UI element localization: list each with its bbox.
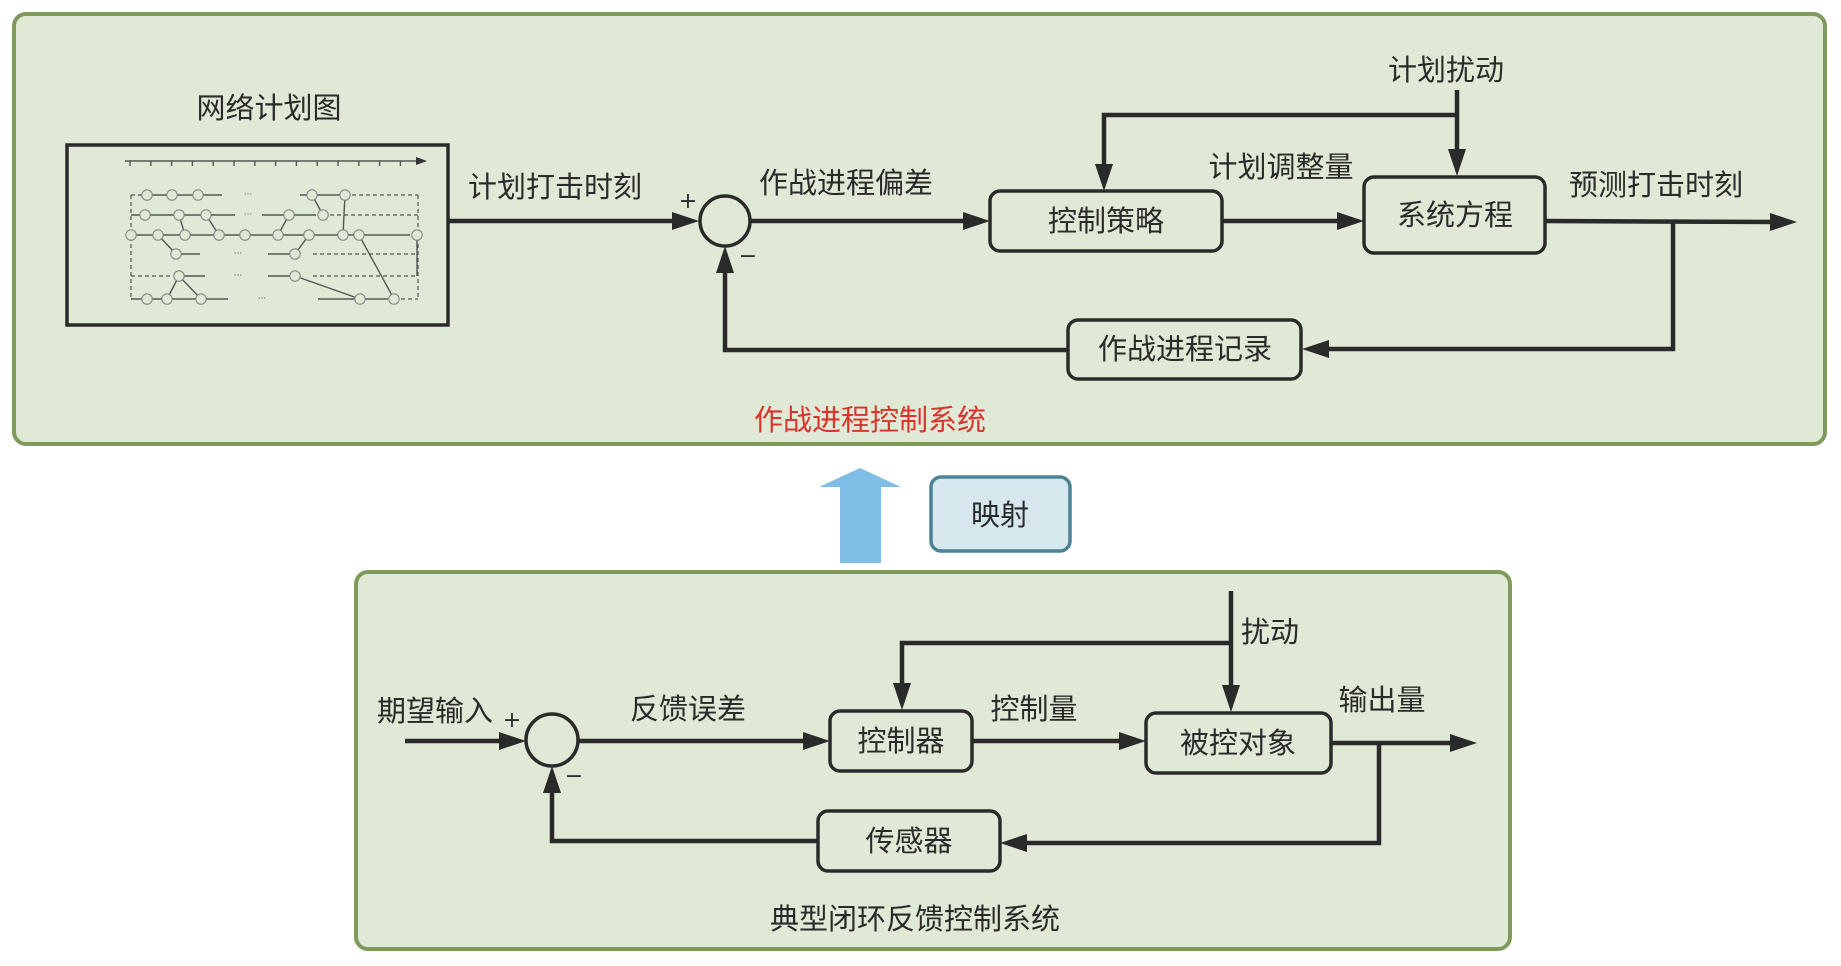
top-feedback-line-right	[1315, 221, 1676, 352]
net-link-line	[342, 194, 346, 236]
mapping-up-arrow-icon	[819, 468, 901, 563]
net-ellipsis: ···	[244, 190, 253, 200]
label-disturbance: 扰动	[1241, 615, 1299, 649]
net-node	[411, 229, 423, 241]
net-node	[166, 189, 178, 201]
block-process-record-label: 作战进程记录	[1098, 332, 1272, 366]
network-plan-title: 网络计划图	[196, 91, 341, 125]
arrowhead-icon	[803, 732, 830, 750]
arrowhead-icon	[893, 683, 911, 710]
top-sum-minus: −	[739, 244, 757, 269]
net-node	[306, 189, 318, 201]
net-node	[179, 229, 191, 241]
label-output: 输出量	[1338, 683, 1425, 717]
net-node	[239, 229, 251, 241]
net-node	[354, 293, 366, 305]
bottom-feedback-line-right	[1013, 743, 1382, 846]
arrowhead-icon	[1337, 212, 1364, 230]
net-node	[272, 229, 284, 241]
predicted-strike-time-line	[1544, 218, 1783, 225]
time-axis-arrowhead-icon	[416, 157, 427, 165]
arrowhead-icon	[1448, 149, 1466, 176]
arrowhead-icon	[1222, 685, 1240, 712]
net-ellipsis: ···	[258, 294, 267, 304]
label-predicted-strike-time: 预测打击时刻	[1569, 168, 1743, 202]
top-sum-junction	[698, 194, 752, 248]
network-plan-diagram: ··· ··· ··· ··· ···	[65, 143, 450, 327]
label-planned-strike-time: 计划打击时刻	[468, 170, 642, 204]
net-node	[141, 293, 153, 305]
top-panel	[12, 12, 1827, 446]
arrowhead-icon	[716, 246, 734, 273]
block-system-equation-label: 系统方程	[1397, 198, 1513, 232]
bottom-panel-caption: 典型闭环反馈控制系统	[770, 902, 1060, 936]
arrowhead-icon	[1302, 340, 1329, 358]
arrowhead-icon	[672, 212, 699, 230]
block-sensor-label: 传感器	[865, 824, 952, 858]
net-link-line	[358, 234, 395, 300]
net-node	[192, 189, 204, 201]
disturbance-branch-line	[899, 640, 1231, 698]
label-process-deviation: 作战进程偏差	[759, 166, 933, 200]
plan-disturbance-branch-line	[1101, 112, 1457, 180]
label-feedback-error: 反馈误差	[630, 692, 746, 726]
net-node	[139, 209, 151, 221]
arrowhead-icon	[1770, 213, 1797, 231]
net-node	[337, 229, 349, 241]
label-desired-input: 期望输入	[377, 694, 493, 728]
net-node	[388, 293, 400, 305]
net-node	[353, 229, 365, 241]
block-control-strategy-label: 控制策略	[1048, 204, 1164, 238]
net-node	[161, 293, 173, 305]
top-panel-caption: 作战进程控制系统	[754, 403, 986, 437]
arrowhead-icon	[543, 766, 561, 793]
net-node	[152, 229, 164, 241]
net-node	[173, 270, 185, 282]
net-node	[141, 189, 153, 201]
net-node	[125, 229, 137, 241]
label-plan-disturbance: 计划扰动	[1388, 53, 1504, 87]
top-sum-plus: +	[679, 189, 697, 214]
net-node	[173, 209, 185, 221]
top-feedback-line-left	[722, 258, 1068, 353]
net-node	[213, 229, 225, 241]
arrowhead-icon	[499, 732, 526, 750]
mapping-box	[929, 475, 1072, 553]
net-node	[283, 209, 295, 221]
net-node	[289, 248, 301, 260]
block-controller-label: 控制器	[857, 724, 944, 758]
bottom-sum-junction	[524, 712, 580, 768]
net-node	[289, 270, 301, 282]
arrowhead-icon	[1119, 732, 1146, 750]
bottom-sum-plus: +	[503, 708, 521, 733]
net-node	[303, 229, 315, 241]
net-link-line	[294, 275, 361, 300]
bottom-sum-minus: −	[565, 764, 583, 789]
net-ellipsis: ···	[244, 210, 253, 220]
label-control-quantity: 控制量	[990, 692, 1077, 726]
net-node	[200, 209, 212, 221]
net-node	[170, 248, 182, 260]
mapping-label: 映射	[971, 498, 1029, 532]
block-plant-label: 被控对象	[1180, 726, 1296, 760]
arrowhead-icon	[1095, 164, 1113, 191]
arrowhead-icon	[963, 212, 990, 230]
net-node	[339, 189, 351, 201]
net-ellipsis: ···	[234, 249, 243, 259]
net-node	[317, 209, 329, 221]
net-ellipsis: ···	[234, 271, 243, 281]
arrowhead-icon	[1450, 734, 1477, 752]
net-node	[195, 293, 207, 305]
bottom-feedback-line-left	[549, 778, 818, 844]
block-system-equation	[1362, 175, 1547, 255]
label-plan-adjustment: 计划调整量	[1208, 150, 1353, 184]
arrowhead-icon	[1000, 834, 1027, 852]
network-plan-graph: ··· ··· ··· ··· ···	[125, 157, 427, 305]
